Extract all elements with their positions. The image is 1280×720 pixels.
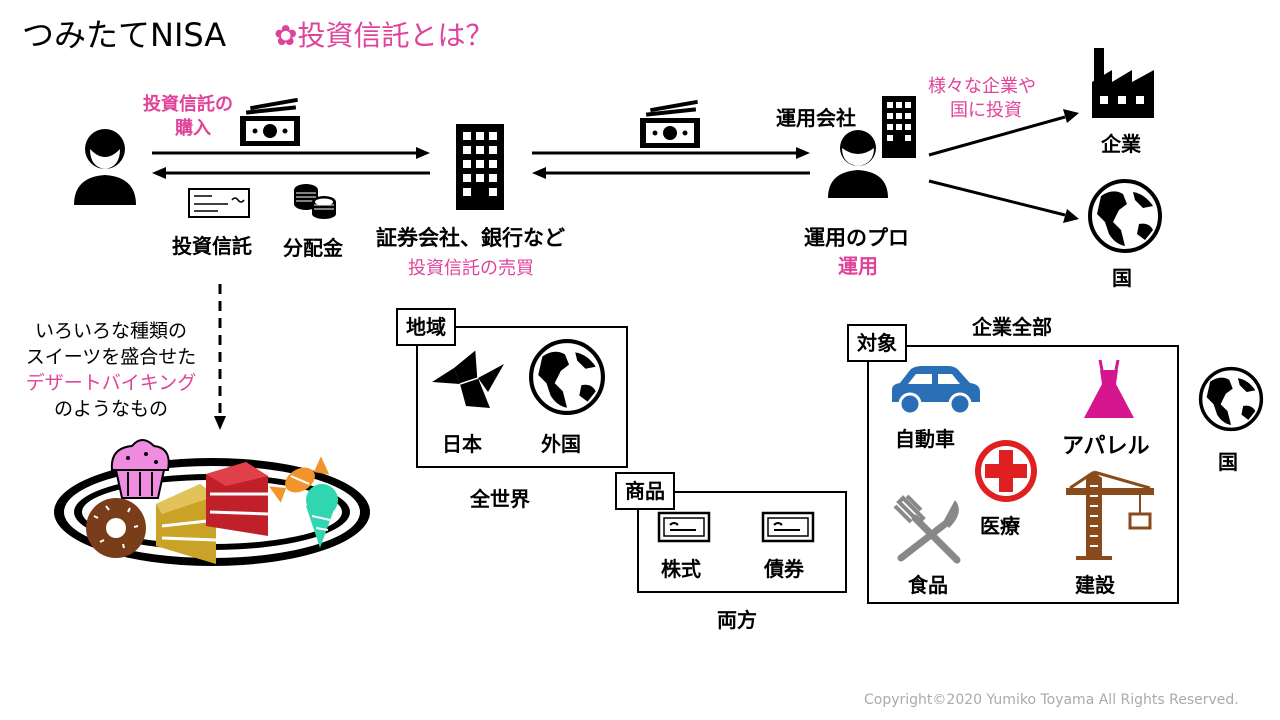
invest-label-line1: 様々な企業や xyxy=(928,76,1036,97)
buy-label-line2: 購入 xyxy=(175,118,211,139)
dashed-arrow xyxy=(214,284,226,430)
building-icon xyxy=(456,124,504,210)
money-icon-2 xyxy=(640,99,700,148)
region-item-foreign: 外国 xyxy=(541,432,581,456)
coins-icon xyxy=(294,184,336,219)
analogy-line1: いろいろな種類の xyxy=(34,320,187,342)
broker-role: 投資信託の売買 xyxy=(408,258,534,279)
target-item-construction: 建設 xyxy=(1075,573,1115,597)
invest-label-line2: 国に投資 xyxy=(950,100,1022,121)
dessert-plate-illustration xyxy=(54,439,370,566)
buy-label-line1: 投資信託の xyxy=(143,94,233,115)
target-outside-country-label: 国 xyxy=(1218,450,1238,474)
company-label: 企業 xyxy=(1101,132,1141,156)
page-subtitle: ✿投資信託とは？ xyxy=(274,14,493,54)
product-item-bonds: 債券 xyxy=(764,557,804,581)
broker-name: 証券会社、銀行など xyxy=(376,226,565,250)
subtitle-text: 投資信託とは？ xyxy=(297,19,494,52)
car-icon xyxy=(892,366,980,416)
investor-person-icon xyxy=(74,129,136,205)
manager-role: 運用 xyxy=(838,254,878,278)
manager-name: 運用のプロ xyxy=(804,226,909,250)
region-item-japan: 日本 xyxy=(442,432,482,456)
fork-knife-icon xyxy=(893,494,961,564)
factory-icon xyxy=(1092,48,1154,118)
dividend-label: 分配金 xyxy=(283,236,343,260)
product-caption: 両方 xyxy=(717,608,757,632)
arrows-investor-broker xyxy=(152,147,430,179)
target-item-apparel: アパレル xyxy=(1062,434,1150,459)
globe-icon-region xyxy=(529,339,605,415)
bond-certificate-icon xyxy=(761,511,815,543)
country-label: 国 xyxy=(1112,266,1132,290)
globe-icon-outside xyxy=(1198,366,1264,432)
fund-label: 投資信託 xyxy=(172,234,252,258)
region-caption: 全世界 xyxy=(470,487,530,511)
page-title: つみたてNISA xyxy=(22,16,227,54)
arrows-manager-targets xyxy=(928,109,1079,223)
target-item-automobile: 自動車 xyxy=(895,427,955,451)
target-caption: 企業全部 xyxy=(972,315,1052,339)
flower-icon: ✿ xyxy=(274,19,298,52)
analogy-line3: デザートバイキング xyxy=(25,372,197,394)
region-tag: 地域 xyxy=(396,308,456,346)
target-item-food: 食品 xyxy=(908,573,948,597)
target-item-medical: 医療 xyxy=(980,514,1020,538)
manager-person-icon xyxy=(828,130,888,198)
manager-building-icon xyxy=(882,96,916,158)
product-tag: 商品 xyxy=(615,472,675,510)
paper-crane-icon xyxy=(432,349,504,408)
arrows-broker-manager xyxy=(532,147,810,179)
copyright: Copyright©2020 Yumiko Toyama All Rights … xyxy=(864,692,1239,708)
manager-company-label: 運用会社 xyxy=(776,106,856,130)
analogy-line2: スイーツを盛合せた xyxy=(25,346,197,368)
stock-certificate-icon xyxy=(657,511,711,543)
money-icon xyxy=(240,97,300,146)
analogy-line4: のようなもの xyxy=(53,398,168,420)
target-tag: 対象 xyxy=(847,324,907,362)
globe-icon xyxy=(1088,179,1162,253)
crane-icon xyxy=(1066,470,1154,560)
analogy-text: いろいろな種類の スイーツを盛合せた デザートバイキング のようなもの xyxy=(10,318,212,422)
dress-icon xyxy=(1084,359,1134,418)
medical-cross-icon xyxy=(975,440,1037,502)
product-item-stocks: 株式 xyxy=(661,557,701,581)
certificate-icon xyxy=(188,188,250,218)
